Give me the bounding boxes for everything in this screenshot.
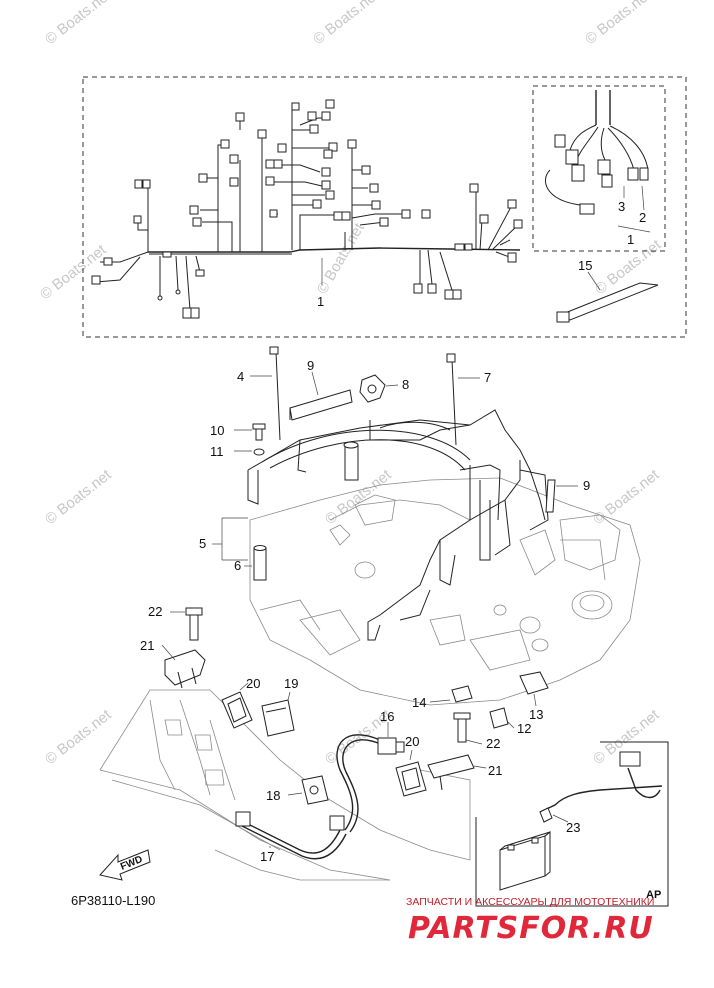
watermark: © Boats.net [582, 0, 655, 48]
watermark: © Boats.net [42, 466, 115, 528]
callout-21: 21 [140, 638, 154, 653]
callout-1: 1 [627, 232, 634, 247]
callout-7: 7 [484, 370, 491, 385]
lower-cowling-section: 22 21 20 19 14 13 12 16 [71, 604, 669, 908]
callout-20: 20 [246, 676, 260, 691]
callout-17: 17 [260, 849, 274, 864]
shop-subtitle: ЗАПЧАСТИ И АКСЕССУАРЫ ДЛЯ МОТОТЕХНИКИ [406, 896, 654, 908]
callout-1: 1 [317, 294, 324, 309]
shop-logo: PARTSFOR.RU [408, 911, 654, 946]
watermark: © Boats.net [42, 706, 115, 768]
callout-2: 2 [639, 210, 646, 225]
callout-8: 8 [402, 377, 409, 392]
callout-15: 15 [578, 258, 592, 273]
fwd-label: FWD [119, 854, 144, 873]
callout-12: 12 [517, 721, 531, 736]
callout-14: 14 [412, 695, 426, 710]
wire-harness-panel: 1 3 2 1 15 [82, 76, 687, 338]
diagram-code: 6P38110-L190 [71, 893, 155, 908]
callout-16: 16 [380, 709, 394, 724]
callout-22: 22 [148, 604, 162, 619]
engine-assembly: 4 9 8 7 10 11 9 [199, 346, 641, 706]
callout-22: 22 [486, 736, 500, 751]
callout-10: 10 [210, 423, 224, 438]
watermark: © Boats.net [37, 241, 110, 303]
callout-9: 9 [307, 358, 314, 373]
watermark-layer: © Boats.net © Boats.net © Boats.net © Bo… [37, 0, 665, 768]
callout-9: 9 [583, 478, 590, 493]
callout-19: 19 [284, 676, 298, 691]
callout-13: 13 [529, 707, 543, 722]
callout-21: 21 [488, 763, 502, 778]
watermark: © Boats.net [310, 0, 383, 48]
callout-11: 11 [210, 444, 224, 459]
callout-18: 18 [266, 788, 280, 803]
watermark: © Boats.net [590, 466, 663, 528]
callout-23: 23 [566, 820, 580, 835]
shop-watermark: ЗАПЧАСТИ И АКСЕССУАРЫ ДЛЯ МОТОТЕХНИКИ PA… [406, 896, 654, 946]
ap-label: AP [646, 889, 661, 901]
callout-20: 20 [405, 734, 419, 749]
forward-arrow-icon: FWD [99, 849, 151, 881]
watermark: © Boats.net [42, 0, 115, 48]
callout-6: 6 [234, 558, 241, 573]
callout-3: 3 [618, 199, 625, 214]
callout-4: 4 [237, 369, 244, 384]
callout-5: 5 [199, 536, 206, 551]
